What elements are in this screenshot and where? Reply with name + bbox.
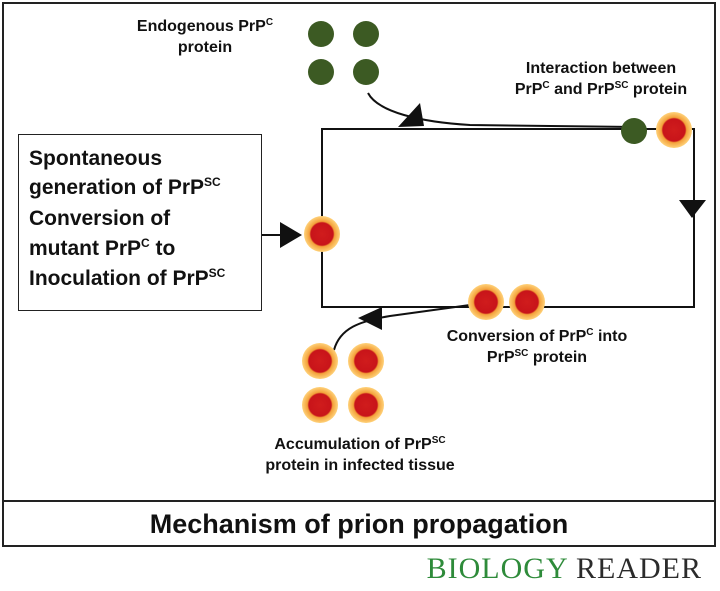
left-box-line5: Inoculation of PrPSC [29, 266, 225, 292]
prpc-protein-dot [353, 59, 379, 85]
prpsc-protein-dot [302, 343, 338, 379]
superscript-sc: SC [431, 435, 446, 446]
caption-title: Mechanism of prion propagation [149, 509, 569, 539]
prpc-protein-dot [353, 21, 379, 47]
prpsc-protein-dot [656, 112, 692, 148]
diagram-frame [2, 2, 716, 547]
label-endogenous: Endogenous PrPC protein [130, 16, 280, 58]
superscript-sc: SC [514, 348, 529, 359]
prpsc-protein-dot [304, 216, 340, 252]
text-and-prp: and PrP [549, 81, 615, 98]
brand-word-biology: BIOLOGY [426, 552, 568, 585]
label-endogenous-line1: Endogenous PrP [136, 18, 266, 35]
caption-divider [2, 500, 716, 502]
label-conversion: Conversion of PrPC into PrPSC protein [418, 326, 656, 368]
text-generation: generation of PrP [29, 176, 205, 199]
arrow-head-right [679, 200, 706, 218]
label-interaction-line1: Interaction between [525, 60, 677, 77]
brand-logo: BIOLOGY READER [427, 551, 702, 587]
left-box-line3: Conversion of [29, 207, 171, 230]
arrow-head-bottom [358, 307, 382, 330]
superscript-c: C [586, 327, 594, 338]
text-into: into [593, 328, 628, 345]
text-conversion: Conversion of PrP [446, 328, 587, 345]
superscript-c: C [542, 80, 550, 91]
text-to: to [149, 237, 176, 260]
prpsc-protein-dot [509, 284, 545, 320]
superscript-sc: SC [208, 266, 226, 280]
label-interaction: Interaction between PrPC and PrPSC prote… [490, 58, 712, 100]
left-box-line2: generation of PrPSC [29, 175, 221, 201]
superscript-sc: SC [614, 80, 629, 91]
left-box-line4: mutant PrPC to [29, 236, 175, 262]
superscript-c: C [141, 236, 150, 250]
label-endogenous-line2: protein [177, 39, 233, 56]
prpc-protein-dot [308, 59, 334, 85]
prpc-protein-dot [308, 21, 334, 47]
label-accumulation-line2: protein in infected tissue [265, 457, 455, 474]
left-source-box: Spontaneous generation of PrPSC Conversi… [18, 134, 262, 311]
prpsc-protein-dot [302, 387, 338, 423]
text-protein: protein [628, 81, 688, 98]
superscript-c: C [265, 17, 274, 28]
prpc-protein-dot [621, 118, 647, 144]
left-box-line1: Spontaneous [29, 147, 163, 170]
label-accumulation: Accumulation of PrPSC protein in infecte… [240, 434, 480, 476]
prpsc-protein-dot [348, 387, 384, 423]
curve-loop-to-accumulation [333, 304, 471, 351]
text-accumulation: Accumulation of PrP [274, 436, 432, 453]
text-inoculation: Inoculation of PrP [29, 267, 209, 290]
brand-word-reader: READER [576, 552, 702, 585]
arrow-head-top [398, 103, 424, 127]
prpsc-protein-dot [468, 284, 504, 320]
prpsc-protein-dot [348, 343, 384, 379]
text-prp: PrP [486, 349, 515, 366]
superscript-sc: SC [204, 175, 221, 189]
text-prp: PrP [514, 81, 543, 98]
text-protein: protein [528, 349, 588, 366]
arrow-head-left [280, 222, 302, 248]
text-mutant: mutant PrP [29, 237, 142, 260]
cycle-loop [321, 128, 695, 308]
